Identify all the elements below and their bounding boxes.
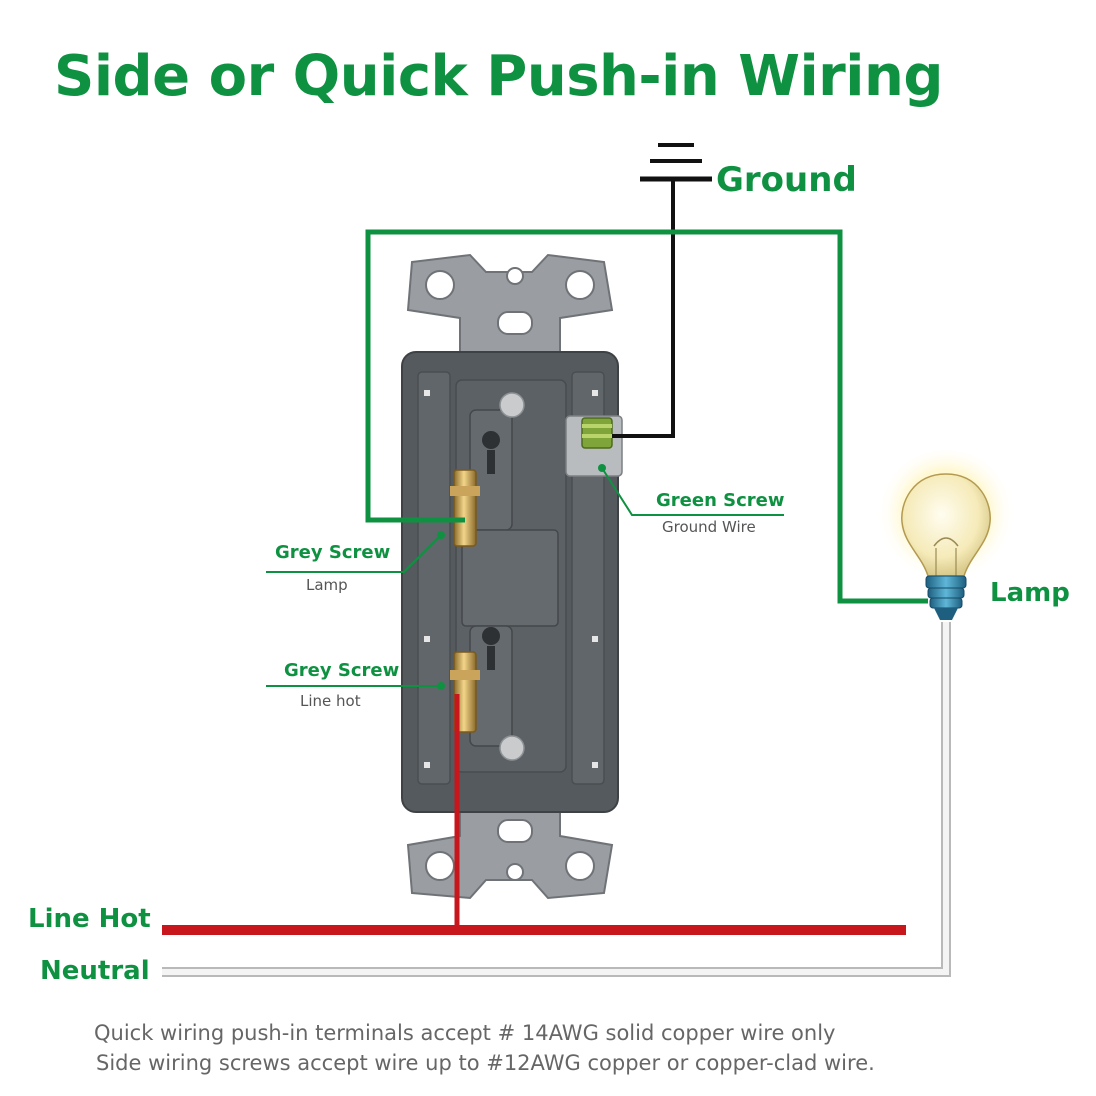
note-push-in: Quick wiring push-in terminals accept # … bbox=[94, 1021, 836, 1045]
grey-screw-lamp-callout-subtitle: Lamp bbox=[306, 576, 348, 594]
line-hot-label: Line Hot bbox=[28, 904, 151, 934]
note-side-wiring: Side wiring screws accept wire up to #12… bbox=[96, 1051, 875, 1075]
grey-screw-line-callout-subtitle: Line hot bbox=[300, 692, 361, 710]
diagram-title: Side or Quick Push-in Wiring bbox=[54, 44, 943, 109]
ground-wire bbox=[612, 179, 675, 438]
lamp-label: Lamp bbox=[990, 578, 1070, 608]
green-ground-screw bbox=[565, 415, 623, 477]
green-screw-callout-title: Green Screw bbox=[656, 490, 785, 511]
ground-label: Ground bbox=[716, 160, 857, 200]
neutral-label: Neutral bbox=[40, 956, 150, 986]
ground-symbol-icon bbox=[640, 143, 712, 182]
light-bulb-icon bbox=[876, 450, 1016, 620]
lamp-wire bbox=[365, 229, 928, 604]
grey-screw-lamp-terminal bbox=[437, 469, 480, 547]
grey-screw-line-callout-title: Grey Screw bbox=[284, 660, 400, 681]
grey-screw-lamp-callout-title: Grey Screw bbox=[275, 542, 391, 563]
callout-leaders bbox=[266, 467, 784, 687]
green-screw-callout-subtitle: Ground Wire bbox=[662, 518, 756, 536]
